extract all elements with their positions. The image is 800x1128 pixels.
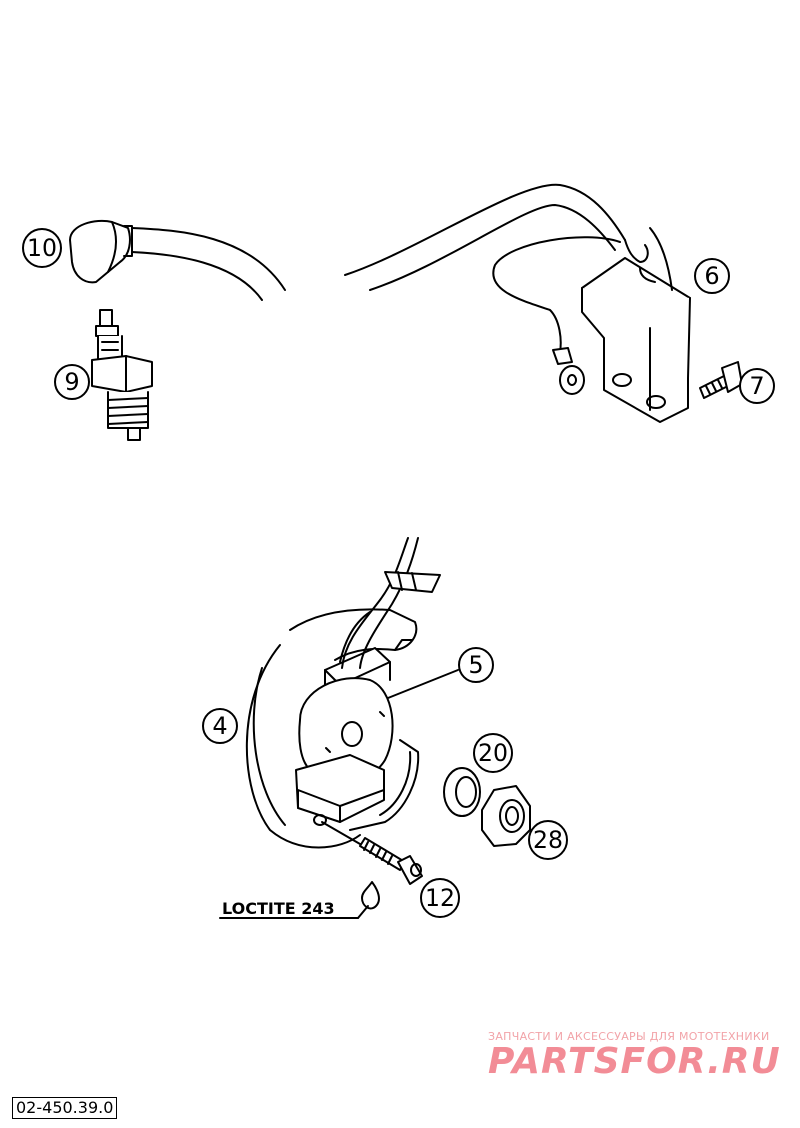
- loctite-note: LOCTITE 243: [222, 899, 335, 918]
- washer: [443, 767, 481, 817]
- callout-12-circle: [420, 878, 460, 918]
- callout-10-circle: [22, 228, 62, 268]
- callout-28: 28: [533, 826, 563, 854]
- callout-7-circle: [739, 368, 775, 404]
- ignition-coil: [581, 227, 691, 423]
- callout-9: 9: [64, 368, 79, 396]
- callout-4-circle: [202, 708, 238, 744]
- watermark: ЗАПЧАСТИ И АКСЕССУАРЫ ДЛЯ МОТОТЕХНИКИ PA…: [488, 1030, 788, 1081]
- stator-coil: [295, 647, 394, 826]
- leader-lines: [219, 669, 459, 919]
- callout-6-circle: [694, 258, 730, 294]
- callout-6: 6: [704, 262, 719, 290]
- callout-5: 5: [468, 651, 483, 679]
- callout-5-circle: [458, 647, 494, 683]
- ground-wire: [492, 236, 621, 395]
- callout-7: 7: [749, 372, 764, 400]
- spark-plug-cap: [69, 220, 286, 301]
- callout-28-circle: [528, 820, 568, 860]
- callout-10: 10: [27, 234, 57, 262]
- ht-lead: [344, 183, 626, 291]
- hex-nut: [481, 785, 531, 847]
- callout-20-circle: [473, 733, 513, 773]
- spark-plug: [91, 309, 153, 441]
- loctite-droplet: [361, 881, 380, 910]
- callout-9-circle: [54, 364, 90, 400]
- callout-4: 4: [212, 712, 227, 740]
- socket-head-screw: [321, 821, 423, 885]
- stator-wires: [341, 537, 441, 669]
- watermark-brand: PARTSFOR.RU: [488, 1041, 781, 1082]
- coil-bolt: [699, 361, 743, 399]
- watermark-tagline: ЗАПЧАСТИ И АКСЕССУАРЫ ДЛЯ МОТОТЕХНИКИ: [488, 1030, 770, 1043]
- callout-12: 12: [425, 884, 455, 912]
- callout-20: 20: [478, 739, 508, 767]
- drawing-number: 02-450.39.0: [12, 1097, 118, 1119]
